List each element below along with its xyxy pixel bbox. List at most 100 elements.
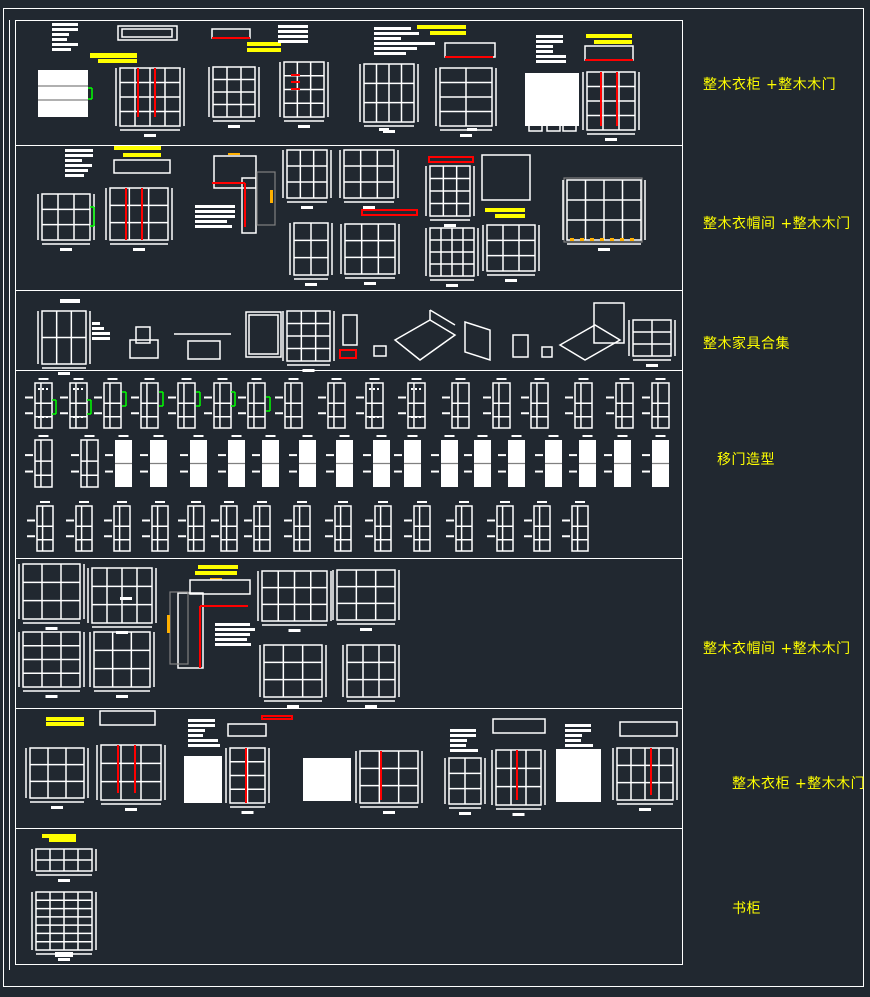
sliding-door xyxy=(213,382,232,429)
door-caption xyxy=(619,378,630,380)
wardrobe-plan xyxy=(117,25,178,41)
chair xyxy=(342,314,358,346)
section-divider xyxy=(15,828,683,829)
door-label xyxy=(142,519,150,522)
door-caption xyxy=(496,378,507,380)
door-label xyxy=(363,470,371,473)
sliding-door xyxy=(284,382,303,429)
orange-marker xyxy=(570,238,574,241)
door-label xyxy=(252,454,260,457)
door-caption xyxy=(331,378,342,380)
cabinet-isometric xyxy=(464,320,491,362)
door-label xyxy=(642,470,650,473)
section-divider xyxy=(15,290,683,291)
drawing-caption xyxy=(287,705,299,708)
annotation-text xyxy=(374,37,401,40)
left-border-line xyxy=(9,20,10,970)
door-caption xyxy=(107,378,118,380)
annotation-text xyxy=(195,220,227,223)
annotation-text xyxy=(536,40,563,43)
annotation-text xyxy=(92,337,110,340)
mirror xyxy=(135,326,151,344)
pattern-dot xyxy=(77,388,79,390)
highlight-note xyxy=(46,717,84,721)
door-label xyxy=(94,412,102,415)
door-caption xyxy=(511,435,522,437)
drawing-caption xyxy=(364,282,376,285)
pattern-dot xyxy=(81,388,83,390)
door-label xyxy=(535,470,543,473)
sliding-door xyxy=(451,382,470,429)
door-caption xyxy=(578,378,589,380)
door-caption xyxy=(191,501,201,503)
door-label xyxy=(524,535,532,538)
wardrobe-plan xyxy=(99,710,156,726)
orange-marker xyxy=(167,615,170,633)
door-label xyxy=(446,519,454,522)
door-label xyxy=(565,412,573,415)
drawing-caption xyxy=(60,248,72,251)
highlight-note xyxy=(46,722,84,726)
drawing-caption xyxy=(363,206,375,209)
door-label xyxy=(204,412,212,415)
door-panel xyxy=(546,106,561,132)
dressing-table xyxy=(129,339,159,359)
pattern-dot xyxy=(73,416,75,418)
door-label xyxy=(487,519,495,522)
annotation-text xyxy=(188,744,220,747)
annotation-text xyxy=(92,322,100,325)
closet-elevation xyxy=(344,223,396,275)
door-caption xyxy=(231,435,242,437)
door-label xyxy=(289,470,297,473)
door-label xyxy=(325,519,333,522)
door-caption xyxy=(297,501,307,503)
door-caption xyxy=(117,501,127,503)
drawing-caption xyxy=(144,134,156,137)
wardrobe-plan xyxy=(619,721,678,737)
door-caption xyxy=(548,435,559,437)
door-label xyxy=(131,396,139,399)
sliding-door xyxy=(574,382,593,429)
pattern-dot xyxy=(377,388,379,390)
highlight-note xyxy=(98,59,137,63)
door-panel-elevation xyxy=(38,70,88,117)
section-divider xyxy=(15,708,683,709)
door-label xyxy=(204,396,212,399)
sliding-door xyxy=(374,505,392,552)
orange-marker xyxy=(590,238,594,241)
door-label xyxy=(642,454,650,457)
red-marker xyxy=(428,156,474,163)
annotation-text xyxy=(195,225,232,228)
door-label xyxy=(394,454,402,457)
sliding-door xyxy=(571,505,589,552)
door-label xyxy=(483,396,491,399)
closet-elevation xyxy=(486,224,536,272)
door-caption xyxy=(153,435,164,437)
door-label xyxy=(398,396,406,399)
annotation-text xyxy=(374,47,417,50)
orange-marker xyxy=(630,238,634,241)
door-label xyxy=(105,454,113,457)
orange-marker xyxy=(210,578,222,580)
door-label xyxy=(25,396,33,399)
door-label xyxy=(604,470,612,473)
door-caption xyxy=(582,435,593,437)
door-label xyxy=(642,412,650,415)
drawing-caption xyxy=(446,284,458,287)
red-marker xyxy=(339,349,357,359)
pattern-dot xyxy=(419,388,421,390)
door-caption xyxy=(338,501,348,503)
door-label xyxy=(180,454,188,457)
door-caption xyxy=(217,378,228,380)
wardrobe-plan xyxy=(227,723,267,737)
door-label xyxy=(218,470,226,473)
annotation-text xyxy=(52,33,69,36)
drawing-caption xyxy=(459,812,471,815)
outer-drawing-frame xyxy=(3,8,864,987)
annotation-text xyxy=(536,60,566,63)
door-caption xyxy=(477,435,488,437)
door-caption xyxy=(339,435,350,437)
door-caption xyxy=(73,378,84,380)
door-panel xyxy=(562,77,577,103)
annotation-text xyxy=(565,734,582,737)
